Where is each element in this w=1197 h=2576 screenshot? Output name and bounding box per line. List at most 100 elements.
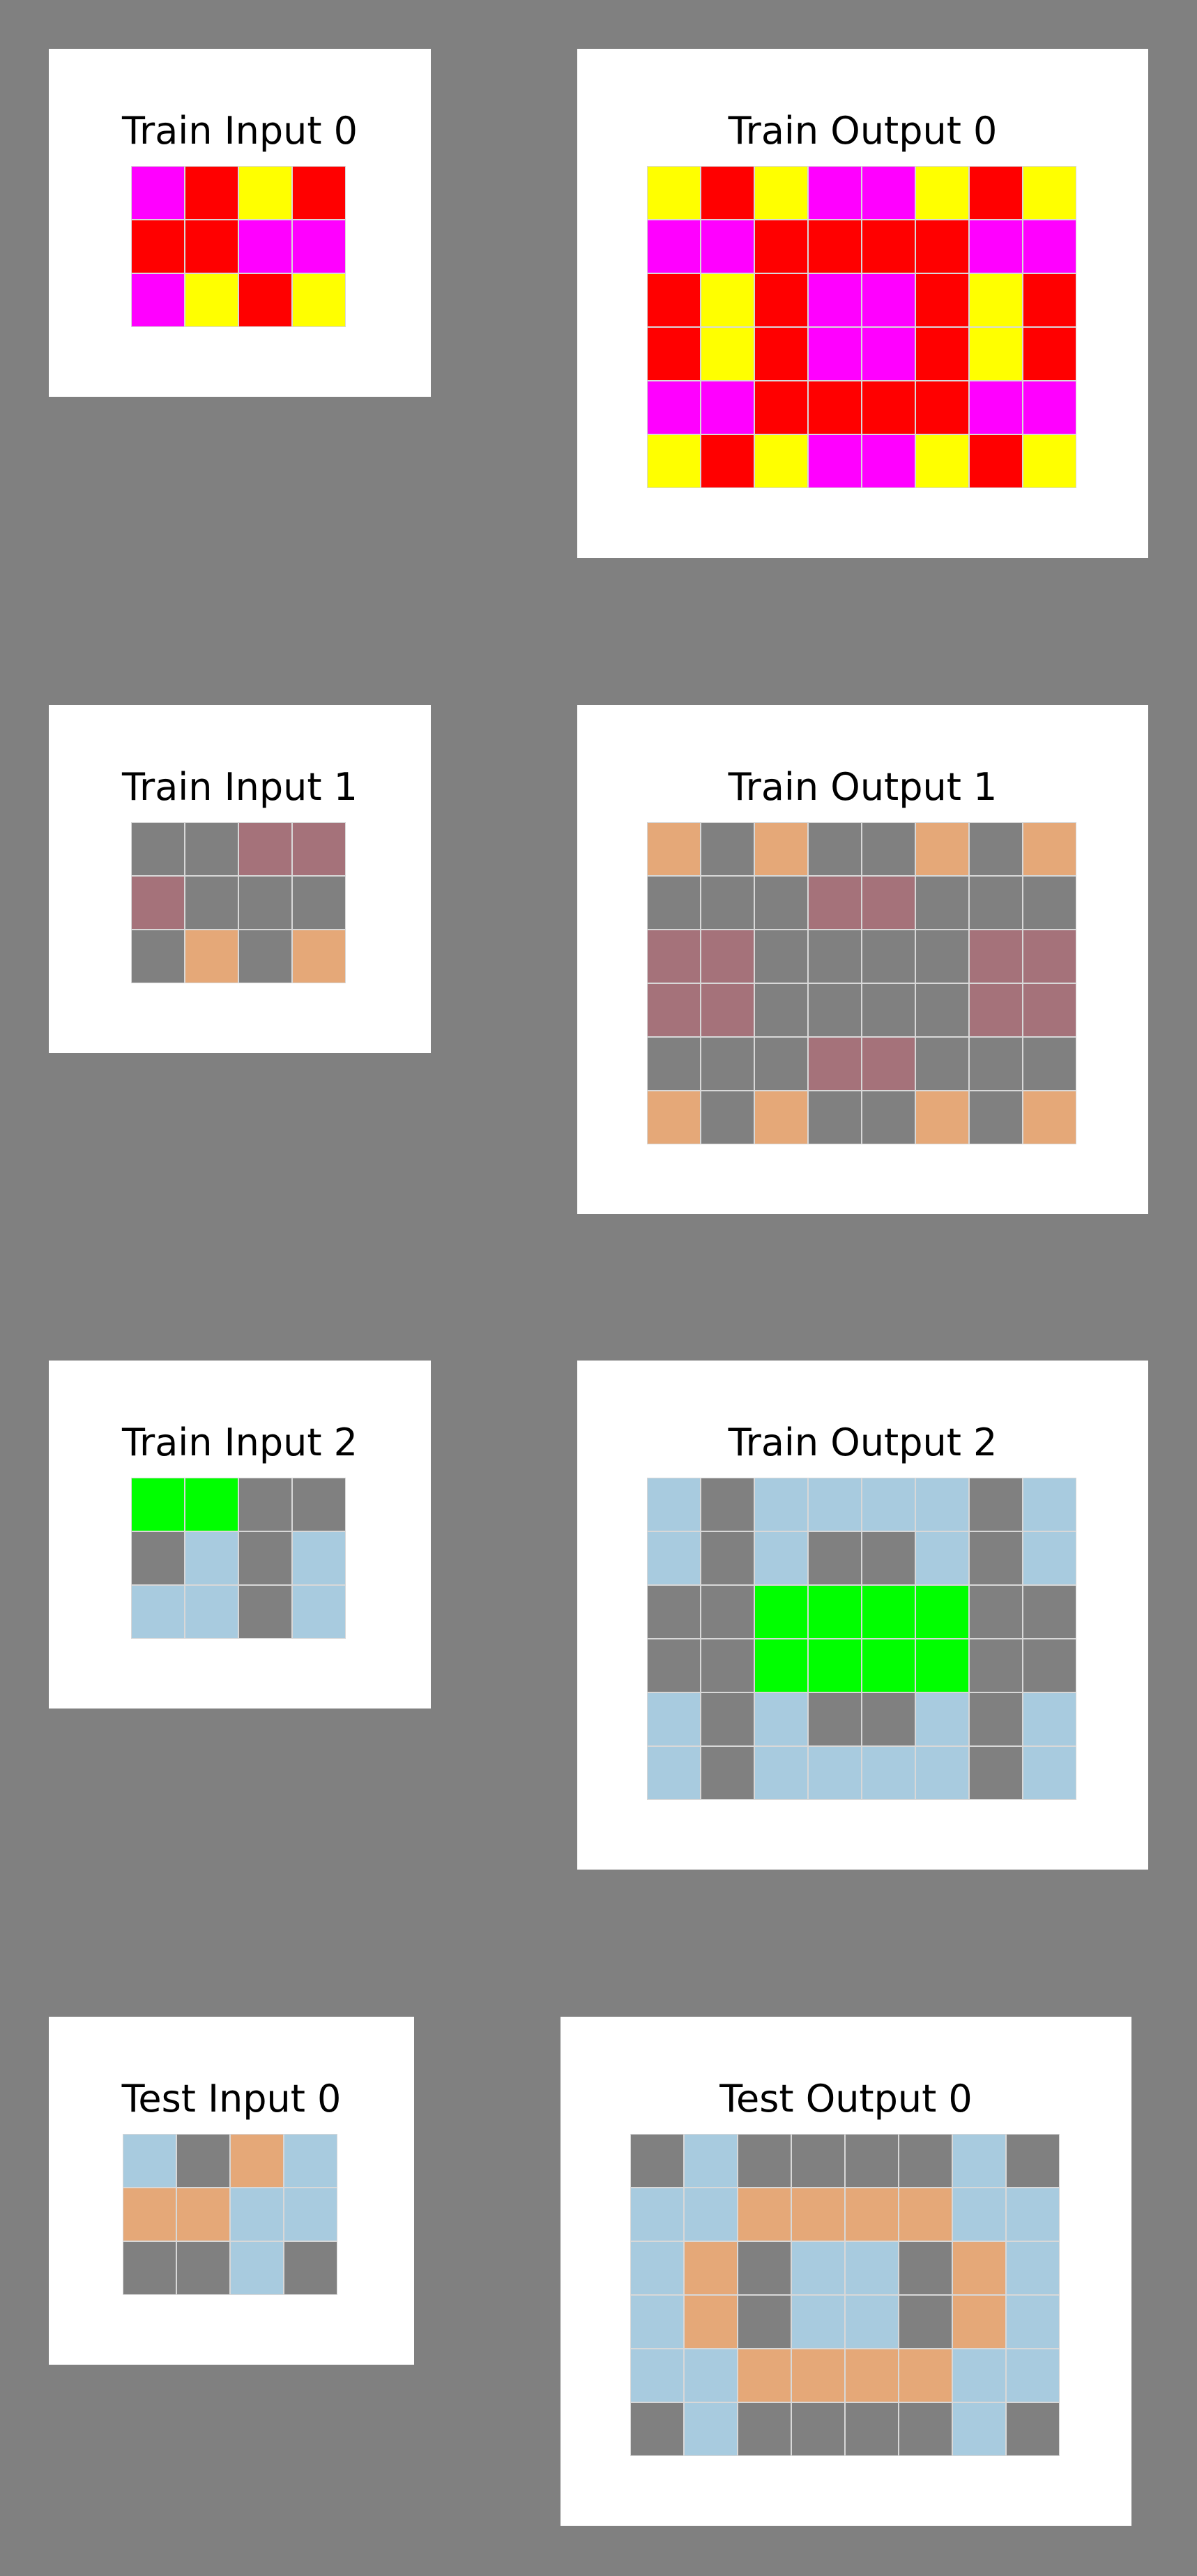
grid-cell [293,220,345,273]
grid-cell [792,2296,844,2348]
grid-cell [648,435,700,487]
grid-cell [239,877,291,929]
grid-cell [809,1747,861,1799]
grid-cell [916,823,968,875]
grid-cell [648,877,700,929]
grid-cell [755,1586,807,1638]
grid-cell [1023,1091,1076,1144]
grid-cell [701,1639,754,1692]
grid-cell [701,1747,754,1799]
grid-cell [123,2188,176,2241]
grid-cell [132,1478,184,1531]
grid-cell [293,1586,345,1638]
grid-cell [970,1038,1022,1090]
grid-cell [1007,2242,1059,2294]
grid-cell [970,1586,1022,1638]
grid-cell [293,1532,345,1584]
panel-title: Test Input 0 [121,2077,342,2121]
grid-cell [809,274,861,326]
grid-cell [701,435,754,487]
grid-cell [846,2349,898,2402]
grid-cell [916,167,968,219]
grid-cell [792,2188,844,2241]
grid-cell [755,1038,807,1090]
grid-cell [738,2349,791,2402]
grid-cell [701,1586,754,1638]
grid-cell [185,274,238,326]
panel-test-input-0: Test Input 0 [49,2017,414,2365]
grid-cell [231,2188,283,2241]
grid-cell [809,1478,861,1531]
grid-cell [899,2349,952,2402]
grid-cell [899,2242,952,2294]
grid-cell [648,274,700,326]
grid [647,1478,1076,1800]
grid-cell [755,877,807,929]
grid-cell [970,1478,1022,1531]
panel-train-input-2: Train Input 2 [49,1361,431,1709]
grid-cell [755,823,807,875]
grid-cell [755,1532,807,1584]
panel-test-output-0: Test Output 0 [561,2017,1131,2526]
grid-cell [755,984,807,1036]
grid-cell [899,2296,952,2348]
grid-cell [1023,274,1076,326]
grid-cell [185,167,238,219]
grid-cell [132,823,184,875]
panel-train-input-0: Train Input 0 [49,49,431,397]
grid-cell [631,2403,683,2455]
grid-cell [293,1478,345,1531]
grid-cell [631,2242,683,2294]
grid-cell [809,1038,861,1090]
grid-cell [1023,984,1076,1036]
grid-cell [809,328,861,380]
grid-cell [132,1586,184,1638]
grid-cell [685,2188,737,2241]
grid-cell [648,984,700,1036]
grid-cell [648,1747,700,1799]
grid-cell [792,2135,844,2187]
panel-title: Train Output 0 [728,109,998,153]
grid-cell [862,877,915,929]
grid-cell [701,328,754,380]
grid-cell [953,2242,1005,2294]
grid-cell [284,2188,337,2241]
grid-cell [755,1639,807,1692]
grid-cell [862,274,915,326]
grid-cell [970,274,1022,326]
grid-cell [631,2349,683,2402]
grid-cell [755,1747,807,1799]
grid-cell [631,2135,683,2187]
grid-cell [862,1478,915,1531]
grid-cell [862,1091,915,1144]
grid-cell [648,167,700,219]
grid-cell [701,1038,754,1090]
grid [647,822,1076,1144]
grid-cell [862,984,915,1036]
grid-cell [123,2135,176,2187]
grid-cell [293,167,345,219]
grid-cell [648,1586,700,1638]
grid-cell [846,2135,898,2187]
grid-cell [1007,2188,1059,2241]
panel-title: Train Input 2 [121,1420,358,1464]
grid-cell [916,877,968,929]
grid-cell [293,823,345,875]
panel-title: Train Input 1 [121,765,358,809]
grid-cell [970,984,1022,1036]
grid-cell [239,220,291,273]
grid-cell [809,167,861,219]
grid-cell [916,1639,968,1692]
grid-cell [648,823,700,875]
grid-cell [701,381,754,434]
grid-cell [862,1693,915,1745]
grid-cell [1007,2403,1059,2455]
grid-cell [177,2242,229,2294]
grid-cell [1023,1038,1076,1090]
grid-cell [738,2242,791,2294]
grid-cell [916,381,968,434]
grid-cell [970,1747,1022,1799]
grid-cell [809,381,861,434]
grid [647,166,1076,488]
grid-cell [970,1639,1022,1692]
